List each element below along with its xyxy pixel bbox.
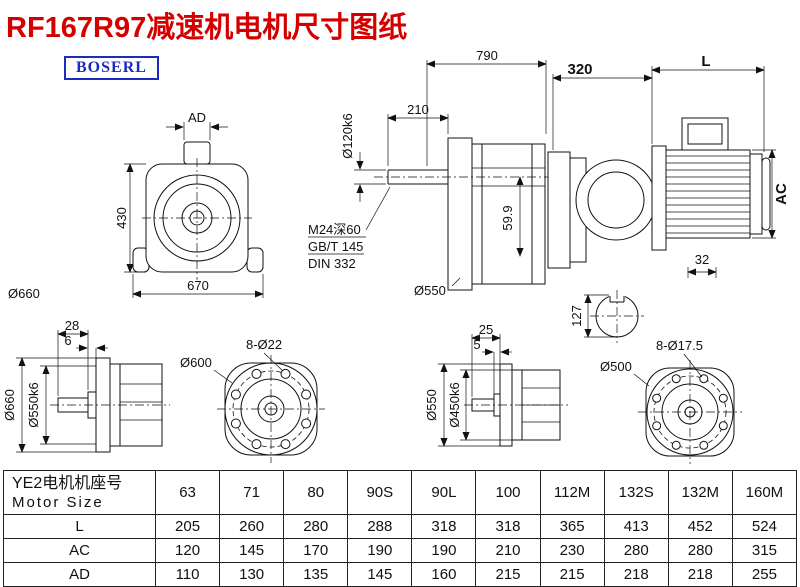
front-view: AD 430 670 Ø660 — [8, 110, 264, 301]
dim-32: 32 — [695, 252, 709, 267]
table-cell: 130 — [219, 562, 285, 587]
table-cell: 318 — [411, 514, 477, 539]
table-row-AC: AC 120 145 170 190 190 210 230 280 280 3… — [3, 538, 798, 563]
table-size-col: 100 — [475, 470, 541, 515]
table-cell: 365 — [539, 514, 605, 539]
table-cell: 215 — [539, 562, 605, 587]
row-label: AC — [3, 538, 156, 563]
dim-28: 28 — [65, 318, 79, 333]
dim-f1-660: Ø660 — [2, 389, 17, 421]
dim-5: 5 — [473, 337, 480, 352]
tap-hole-label: M24深60 — [308, 222, 361, 237]
table-cell: 315 — [731, 538, 798, 563]
row-label: L — [3, 514, 156, 539]
dim-dia550: Ø550 — [414, 283, 446, 298]
flange-view-4: Ø500 8-Ø17.5 — [600, 338, 742, 464]
table-cell: 160 — [411, 562, 477, 587]
table-cell: 413 — [603, 514, 669, 539]
table-cell: 215 — [475, 562, 541, 587]
motor-view: 320 L AC 32 127 — [547, 53, 790, 343]
dim-f3-450k6: Ø450k6 — [447, 382, 462, 428]
dim-f4-holes: 8-Ø17.5 — [656, 338, 703, 353]
table-size-col: 112M — [539, 470, 605, 515]
table-size-col: 90S — [347, 470, 413, 515]
std-din-label: DIN 332 — [308, 256, 356, 271]
std-gb-label: GB/T 145 — [308, 239, 363, 254]
table-cell: 452 — [667, 514, 733, 539]
dim-f4-500: Ø500 — [600, 359, 632, 374]
table-cell: 190 — [411, 538, 477, 563]
table-cell: 135 — [283, 562, 349, 587]
dim-L: L — [701, 53, 710, 70]
dim-f1-550k6: Ø550k6 — [26, 382, 41, 428]
table-size-col: 132M — [667, 470, 733, 515]
dim-shaft-dia: Ø120k6 — [340, 113, 355, 159]
flange-view-3: 25 5 Ø550 Ø450k6 — [424, 322, 568, 447]
dim-127: 127 — [569, 305, 584, 327]
dim-210: 210 — [407, 102, 429, 117]
dim-AC: AC — [773, 183, 790, 205]
table-header-row: YE2电机机座号 Motor Size 63 71 80 90S 90L 100… — [3, 470, 798, 515]
table-cell: 190 — [347, 538, 413, 563]
table-size-col: 71 — [219, 470, 285, 515]
table-cell: 255 — [731, 562, 798, 587]
row-label: AD — [3, 562, 156, 587]
table-cell: 288 — [347, 514, 413, 539]
table-size-col: 132S — [603, 470, 669, 515]
table-size-col: 80 — [283, 470, 349, 515]
table-cell: 145 — [219, 538, 285, 563]
dim-790: 790 — [476, 50, 498, 63]
dim-f2-600: Ø600 — [180, 355, 212, 370]
table-header-en: Motor Size — [12, 493, 104, 511]
table-header-motor-size: YE2电机机座号 Motor Size — [3, 470, 156, 515]
table-cell: 170 — [283, 538, 349, 563]
table-cell: 218 — [667, 562, 733, 587]
table-size-col: 90L — [411, 470, 477, 515]
dimension-table: YE2电机机座号 Motor Size 63 71 80 90S 90L 100… — [3, 470, 798, 587]
table-cell: 280 — [603, 538, 669, 563]
table-cell: 218 — [603, 562, 669, 587]
table-cell: 205 — [154, 514, 221, 539]
table-cell: 318 — [475, 514, 541, 539]
table-row-L: L 205 260 280 288 318 318 365 413 452 52… — [3, 514, 798, 539]
dim-320: 320 — [567, 61, 592, 78]
table-cell: 120 — [154, 538, 221, 563]
flange-view-1: 28 6 Ø660 Ø550k6 — [2, 318, 170, 453]
dim-430: 430 — [114, 207, 129, 229]
table-cell: 210 — [475, 538, 541, 563]
table-cell: 280 — [283, 514, 349, 539]
table-row-AD: AD 110 130 135 145 160 215 215 218 218 2… — [3, 562, 798, 587]
page-title: RF167R97减速机电机尺寸图纸 — [6, 12, 408, 44]
table-size-col: 63 — [154, 470, 221, 515]
dim-6: 6 — [64, 333, 71, 348]
table-size-col: 160M — [731, 470, 798, 515]
dim-f3-550: Ø550 — [424, 389, 439, 421]
dim-f2-holes: 8-Ø22 — [246, 337, 282, 352]
dim-25: 25 — [479, 322, 493, 337]
dim-dia660: Ø660 — [8, 286, 40, 301]
brand-logo: BOSERL — [64, 56, 159, 80]
flange-view-2: Ø600 8-Ø22 — [180, 337, 325, 463]
table-cell: 110 — [154, 562, 221, 587]
technical-drawing: AD 430 670 Ø660 790 210 Ø120k6 M — [2, 50, 790, 464]
dim-670: 670 — [187, 278, 209, 293]
dim-ad: AD — [188, 110, 206, 125]
table-cell: 230 — [539, 538, 605, 563]
table-cell: 524 — [731, 514, 798, 539]
table-header-cn: YE2电机机座号 — [12, 474, 123, 492]
side-view: 790 210 Ø120k6 M24深60 GB/T 145 DIN 332 5… — [308, 50, 560, 298]
table-cell: 145 — [347, 562, 413, 587]
table-cell: 280 — [667, 538, 733, 563]
dim-599: 59.9 — [500, 205, 515, 230]
table-cell: 260 — [219, 514, 285, 539]
